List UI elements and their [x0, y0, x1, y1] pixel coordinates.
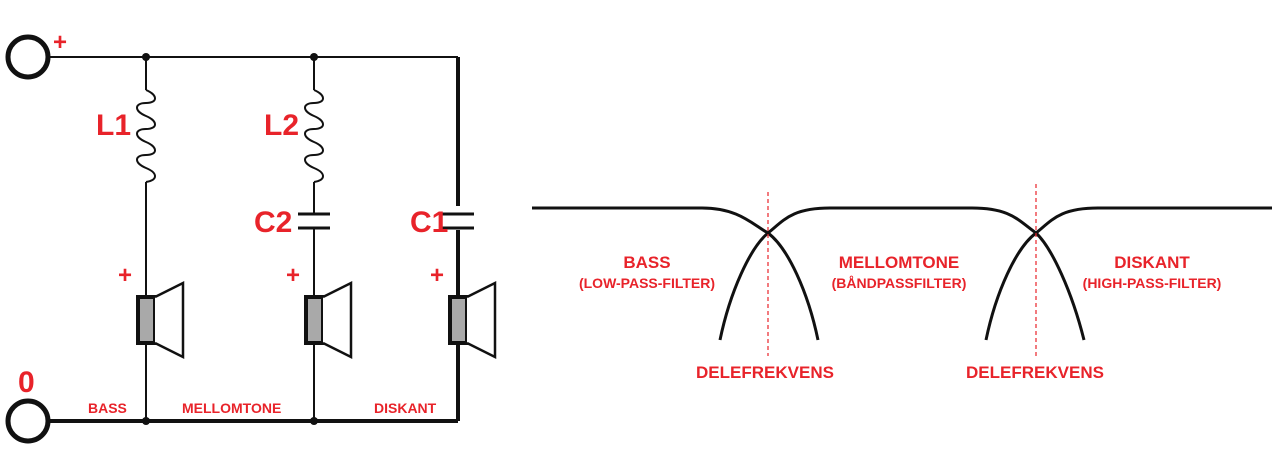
bass-band-title: BASS [623, 253, 670, 272]
bass-band-subtitle: (LOW-PASS-FILTER) [579, 275, 715, 291]
inductor-l2 [304, 89, 324, 183]
capacitor-c1 [442, 212, 474, 230]
bass-speaker-icon [136, 280, 185, 360]
capacitor-c1-label: C1 [410, 206, 448, 239]
band-pass-curve [718, 206, 1086, 341]
positive-terminal-label: + [53, 29, 67, 56]
zero-terminal [5, 398, 51, 444]
mid-driver-label: MELLOMTONE [182, 400, 281, 416]
mid-speaker-polarity: + [286, 262, 300, 289]
capacitor-c2-label: C2 [254, 206, 292, 239]
treble-speaker-polarity: + [430, 262, 444, 289]
crossover-label-1: DELEFREKVENS [696, 363, 834, 382]
inductor-l2-label: L2 [264, 109, 299, 142]
mid-band-title: MELLOMTONE [839, 253, 960, 272]
bass-driver-label: BASS [88, 400, 127, 416]
inductor-l1 [136, 89, 156, 183]
treble-band-title: DISKANT [1114, 253, 1190, 272]
zero-terminal-label: 0 [18, 366, 35, 399]
treble-band-subtitle: (HIGH-PASS-FILTER) [1083, 275, 1222, 291]
mid-band-subtitle: (BÅNDPASSFILTER) [832, 275, 967, 291]
circuit-schematic: + 0 L1 L2 C2 C1 + [5, 29, 497, 444]
mid-speaker-icon [304, 280, 353, 360]
positive-terminal [5, 34, 51, 80]
treble-driver-label: DISKANT [374, 400, 437, 416]
capacitor-c2 [298, 212, 330, 230]
crossover-label-2: DELEFREKVENS [966, 363, 1104, 382]
bass-speaker-polarity: + [118, 262, 132, 289]
frequency-response: BASS (LOW-PASS-FILTER) MELLOMTONE (BÅNDP… [532, 184, 1272, 382]
inductor-l1-label: L1 [96, 109, 131, 142]
treble-speaker-icon [448, 280, 497, 360]
